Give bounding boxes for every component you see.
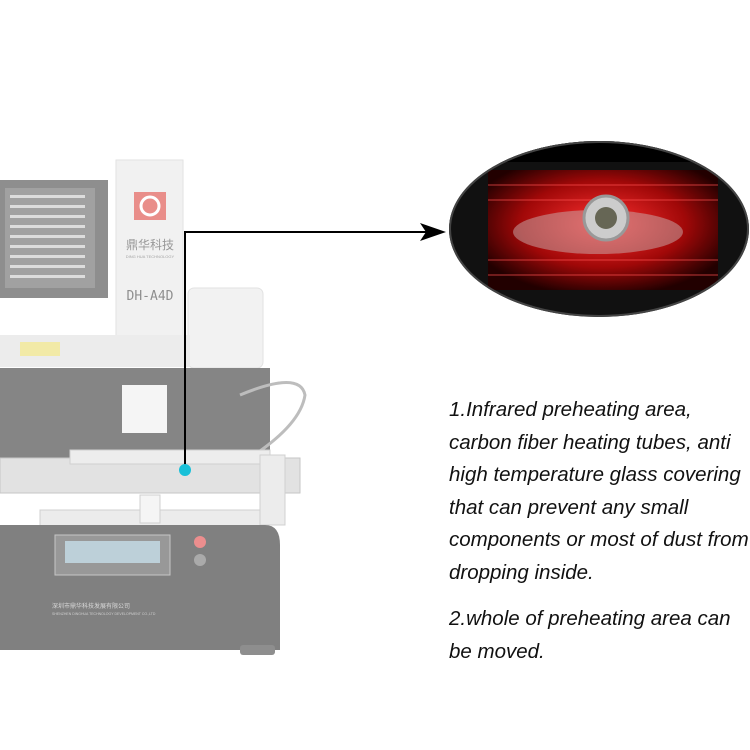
brand-cn: 鼎华科技: [126, 238, 174, 252]
svg-text:DING HUA TECHNOLOGY: DING HUA TECHNOLOGY: [126, 254, 175, 259]
feature-description: 1.Infrared preheating area, carbon fiber…: [449, 394, 749, 682]
company-cn: 深圳市鼎华科技发展有限公司: [52, 602, 130, 610]
svg-text:SHENZHEN DINGHUA TECHNOLOGY DE: SHENZHEN DINGHUA TECHNOLOGY DEVELOPMENT …: [52, 612, 156, 616]
highlight-dot: [179, 464, 191, 476]
model-label: DH-A4D: [127, 289, 174, 304]
preheating-area-closeup: [449, 141, 749, 317]
feature-2: 2.whole of preheating area can be moved.: [449, 607, 731, 663]
feature-1: 1.Infrared preheating area, carbon fiber…: [449, 398, 749, 584]
